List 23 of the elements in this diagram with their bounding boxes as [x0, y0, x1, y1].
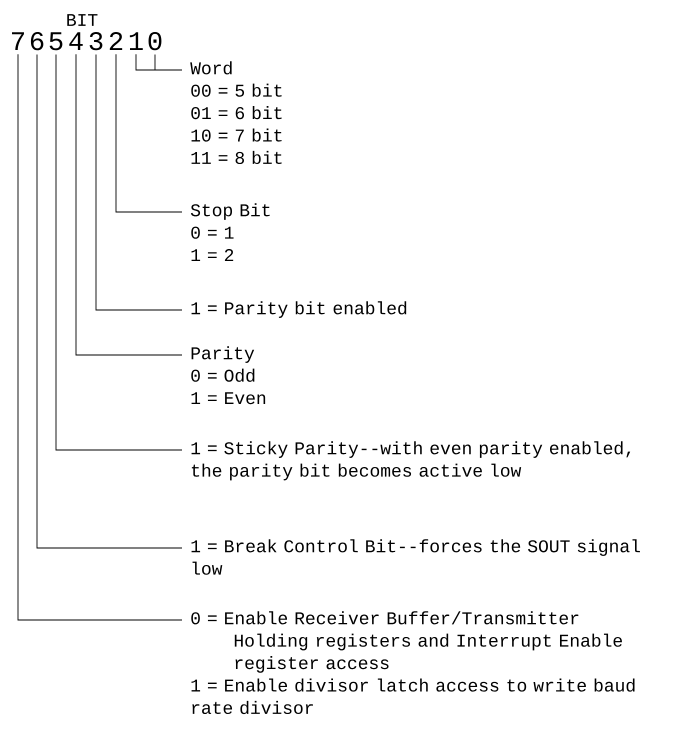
description-text: Word 00 = 5 bit 01 = 6 bit 10 = 7 bit 11 = 8 bit: [190, 61, 282, 164]
description-text: 1 = Break Control Bit--forces the SOUT signal low: [192, 539, 640, 575]
bit-number: 3: [90, 32, 102, 50]
leader-line: [96, 54, 182, 310]
bit-number: 0: [148, 32, 162, 50]
bit-number: 5: [50, 32, 62, 50]
leader-line: [36, 54, 182, 548]
description-text: 1 = Parity bit enabled: [192, 301, 406, 318]
description-text: 1 = Sticky Parity--with even parity enabled, the parity bit becomes active low: [192, 441, 630, 480]
bit-heading: BIT: [67, 14, 98, 26]
leader-line: [116, 54, 182, 212]
description-text: 0 = Enable Receiver Buffer/Transmitter Holding registers and Interrupt Enable register access 1 = Enable divisor latch access to write baud rate divisor: [191, 611, 635, 714]
bit-number: 4: [69, 32, 83, 50]
bit-number: 6: [30, 32, 44, 50]
bit-number: 1: [130, 32, 143, 50]
description-text: Parity 0 = Odd 1 = Even: [191, 346, 266, 404]
description-text: Stop Bit 0 = 1 1 = 2: [190, 203, 270, 262]
bit-number: 7: [12, 32, 24, 50]
leader-line: [18, 54, 182, 620]
leader-line: [136, 54, 182, 70]
leader-line: [56, 54, 182, 450]
leader-line: [76, 54, 182, 356]
bit-number: 2: [110, 32, 122, 50]
